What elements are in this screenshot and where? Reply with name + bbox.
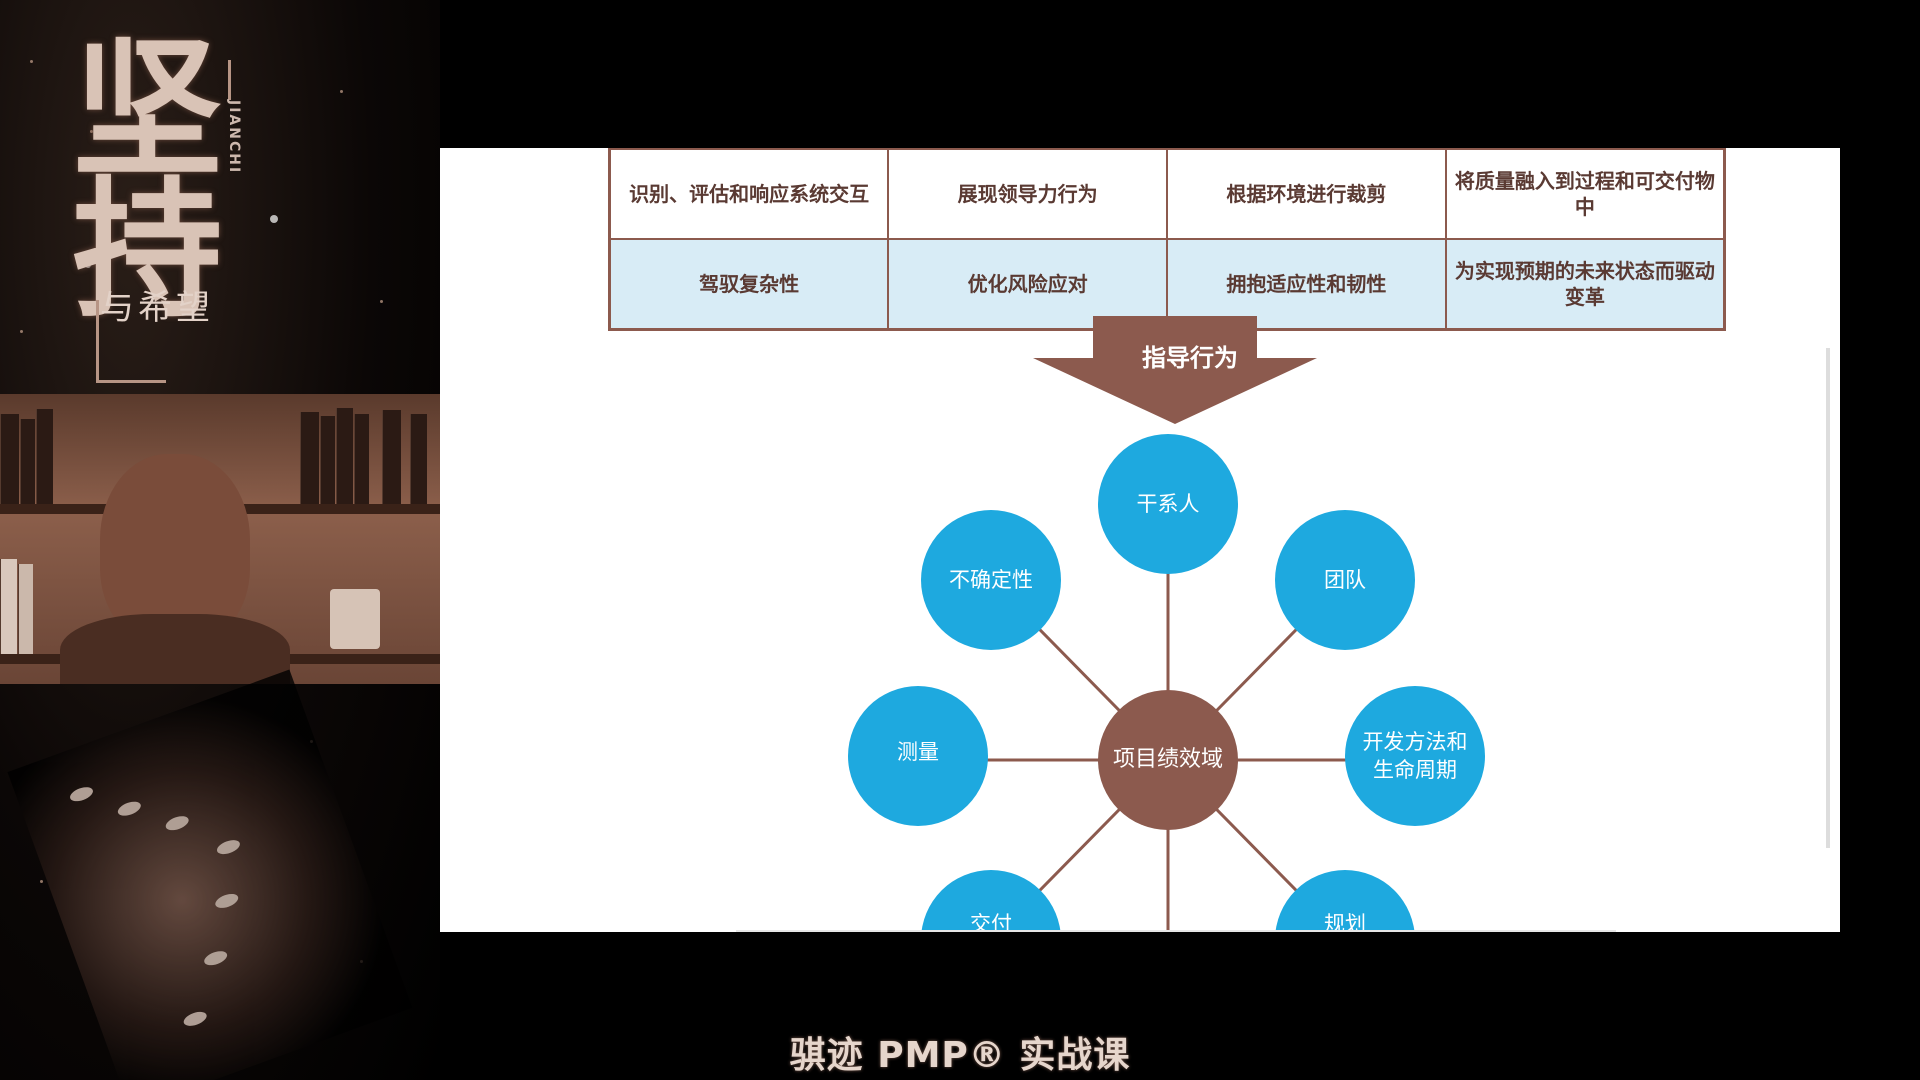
domain-label-uncertainty: 不确定性 — [949, 568, 1033, 592]
presenter-head — [100, 454, 250, 644]
sparkle — [380, 300, 383, 303]
principles-table: 识别、评估和响应系统交互 展现领导力行为 根据环境进行裁剪 将质量融入到过程和可… — [608, 148, 1726, 331]
domain-label-planning: 规划 — [1324, 912, 1366, 932]
table-cell: 根据环境进行裁剪 — [1166, 148, 1447, 240]
domain-label-team: 团队 — [1324, 568, 1366, 592]
book — [336, 408, 353, 504]
domain-label-stakeholders: 干系人 — [1136, 492, 1200, 516]
book — [382, 410, 401, 504]
table-cell: 识别、评估和响应系统交互 — [608, 148, 890, 240]
domain-node-center — [1098, 690, 1238, 830]
sparkle — [270, 215, 278, 223]
webcam-feed — [0, 394, 440, 684]
table-cell: 驾驭复杂性 — [608, 238, 890, 331]
footprint — [163, 813, 191, 833]
sparkle — [40, 880, 43, 883]
performance-domains-diagram — [848, 434, 1485, 932]
table-row: 驾驭复杂性 优化风险应对 拥抱适应性和韧性 为实现预期的未来状态而驱动变革 — [608, 238, 1726, 331]
book — [300, 412, 319, 504]
sparkle — [20, 330, 23, 333]
table-cell: 将质量融入到过程和可交付物中 — [1444, 148, 1726, 240]
book — [20, 419, 35, 504]
book — [0, 414, 19, 504]
table-cell: 为实现预期的未来状态而驱动变革 — [1444, 238, 1726, 331]
domain-label-delivery: 交付 — [970, 912, 1012, 932]
domain-node-development-approach — [1345, 686, 1485, 826]
domain-node-team — [1275, 510, 1415, 650]
slide-scrollbar[interactable] — [1826, 348, 1830, 848]
book — [410, 414, 427, 504]
poster-subtitle: 与希望 — [100, 288, 214, 328]
book — [320, 416, 335, 504]
sparkle — [90, 130, 93, 133]
sparkle — [85, 262, 91, 268]
book — [18, 564, 33, 654]
domain-label-center: 项目绩效域 — [1112, 747, 1223, 772]
table-cell: 拥抱适应性和韧性 — [1166, 238, 1447, 331]
footprint — [68, 784, 95, 804]
book — [354, 414, 369, 504]
presentation-slide: 识别、评估和响应系统交互 展现领导力行为 根据环境进行裁剪 将质量融入到过程和可… — [440, 148, 1840, 932]
presenter-body — [60, 614, 290, 684]
footprints-graphic — [7, 669, 413, 1080]
poster-divider — [228, 60, 231, 100]
footprint — [213, 891, 241, 911]
domain-node-stakeholders — [1098, 434, 1238, 574]
table-row: 识别、评估和响应系统交互 展现领导力行为 根据环境进行裁剪 将质量融入到过程和可… — [608, 148, 1726, 240]
arrow-label: 指导行为 — [1142, 344, 1238, 372]
poster-divider — [96, 380, 166, 383]
left-decorative-panel: 坚持 JIANCHI 与希望 — [0, 0, 440, 1080]
domain-node-planning — [1275, 870, 1415, 932]
poster-divider — [96, 300, 99, 380]
plant-pot — [330, 589, 380, 649]
course-caption: 骐迹 PMP® 实战课 — [789, 1035, 1131, 1076]
footprint — [202, 948, 229, 968]
table-cell: 展现领导力行为 — [887, 148, 1168, 240]
domain-node-measurement — [848, 686, 988, 826]
down-arrow — [1033, 316, 1317, 424]
domain-label-development-approach: 开发方法和生命周期 — [1362, 730, 1468, 782]
book — [36, 409, 53, 504]
poster-title: 坚持 — [47, 30, 223, 310]
footprint — [115, 798, 143, 819]
slide-divider — [736, 930, 1616, 932]
domain-node-uncertainty — [921, 510, 1061, 650]
domain-node-delivery — [921, 870, 1061, 932]
book — [0, 559, 17, 654]
table-cell: 优化风险应对 — [887, 238, 1168, 331]
footprint — [215, 837, 242, 857]
poster-pinyin: JIANCHI — [226, 100, 242, 175]
sparkle — [30, 60, 33, 63]
sparkle — [340, 90, 343, 93]
domain-label-measurement: 测量 — [897, 740, 939, 764]
